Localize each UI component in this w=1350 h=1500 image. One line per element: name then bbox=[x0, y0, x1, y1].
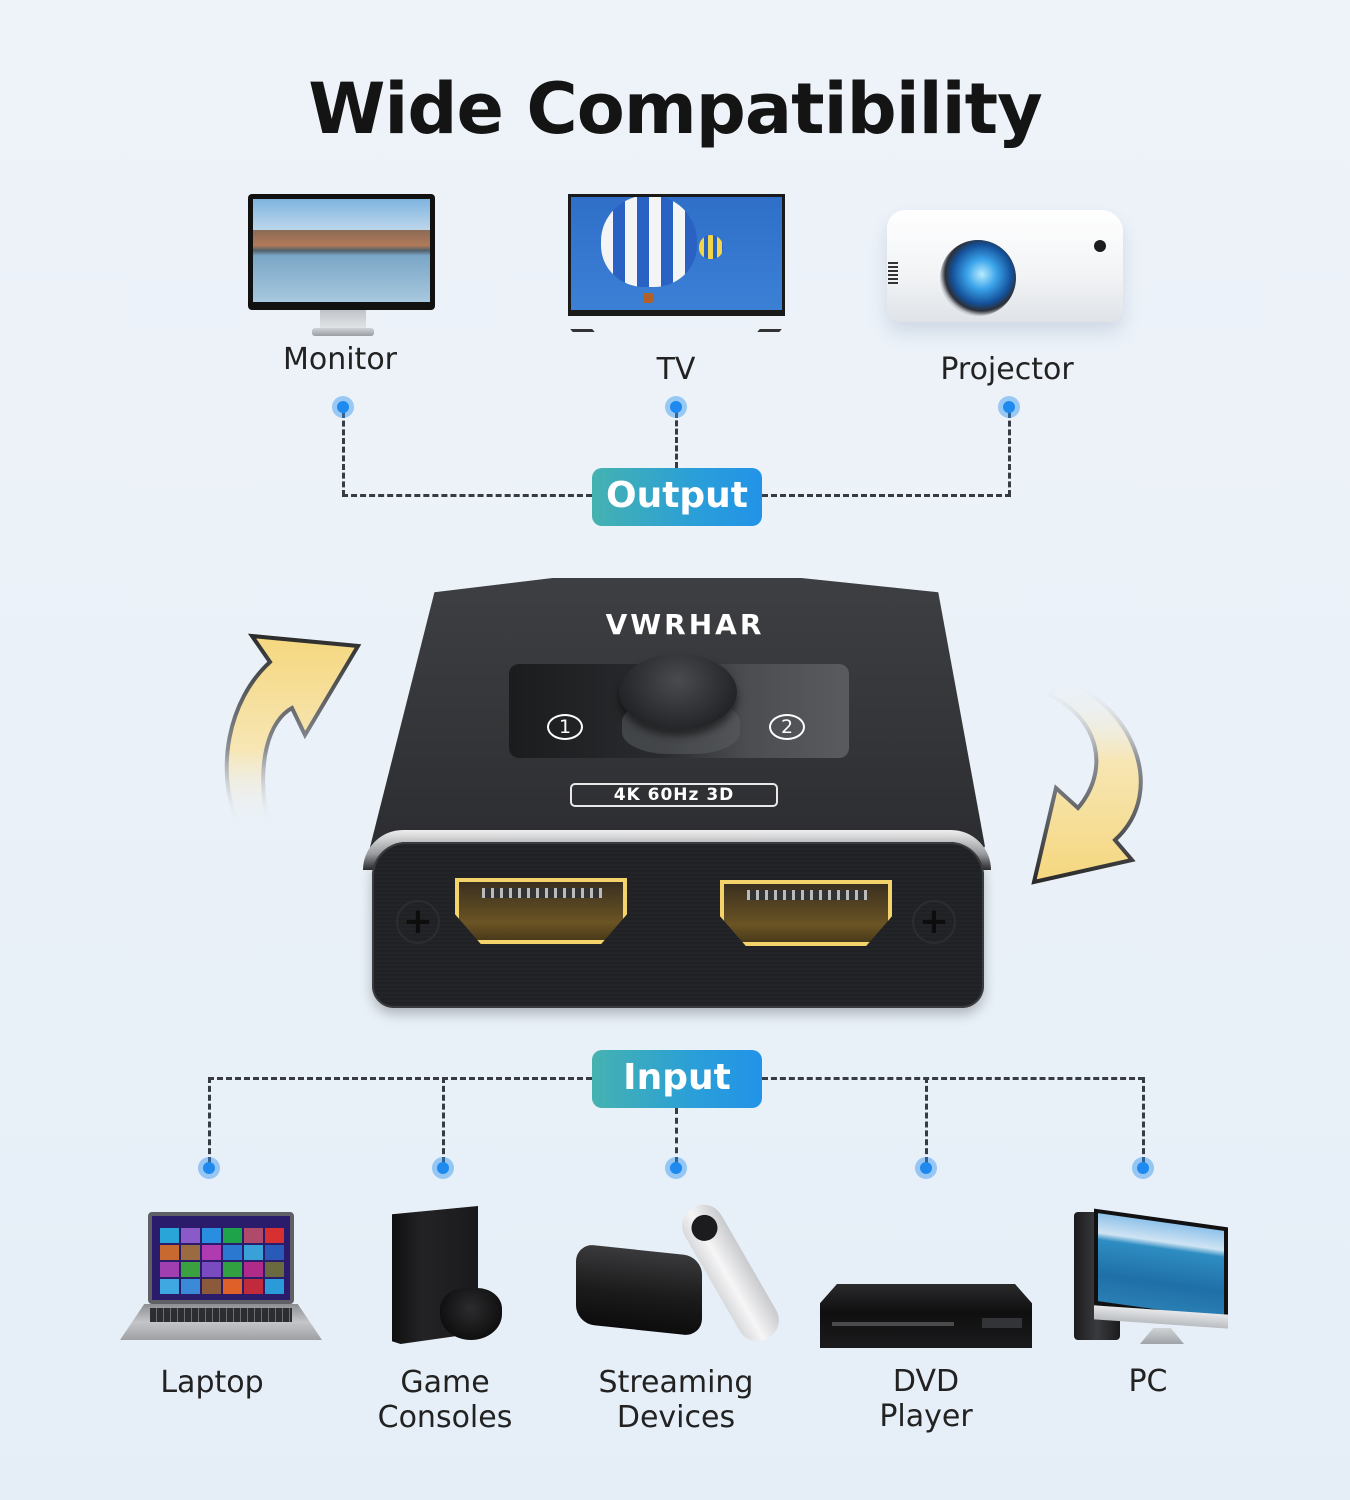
connector-dot bbox=[998, 396, 1020, 418]
switch-front-panel bbox=[372, 842, 984, 1008]
connector-dot bbox=[665, 1157, 687, 1179]
connector-dot bbox=[332, 396, 354, 418]
curved-arrow-down-icon bbox=[1031, 677, 1143, 885]
dvd-player-label: DVD Player bbox=[879, 1364, 973, 1434]
curved-arrow-up-icon bbox=[224, 633, 362, 827]
output-badge: Output bbox=[592, 468, 762, 526]
connector-dot bbox=[665, 396, 687, 418]
connector-dot bbox=[1132, 1157, 1154, 1179]
projector-label: Projector bbox=[940, 352, 1074, 387]
selector-button[interactable] bbox=[619, 654, 737, 730]
hdmi-pins bbox=[747, 890, 867, 900]
connector-dot bbox=[198, 1157, 220, 1179]
port-2-indicator: 2 bbox=[769, 714, 805, 740]
connector-dot bbox=[432, 1157, 454, 1179]
monitor-label: Monitor bbox=[282, 342, 398, 377]
hdmi-pins bbox=[482, 888, 602, 898]
brand-logo: VWRHAR bbox=[605, 608, 765, 641]
port-1-indicator: 1 bbox=[547, 714, 583, 740]
page-title: Wide Compatibility bbox=[308, 68, 1043, 150]
streaming-devices-label: Streaming Devices bbox=[598, 1365, 754, 1435]
tv-label: TV bbox=[656, 352, 696, 387]
input-badge: Input bbox=[592, 1050, 762, 1108]
connector-dot bbox=[915, 1157, 937, 1179]
screw-icon: + bbox=[912, 900, 956, 944]
spec-badge: 4K 60Hz 3D bbox=[570, 783, 778, 807]
screw-icon: + bbox=[396, 900, 440, 944]
game-consoles-label: Game Consoles bbox=[377, 1365, 513, 1435]
pc-label: PC bbox=[1128, 1364, 1168, 1399]
laptop-label: Laptop bbox=[160, 1365, 264, 1400]
